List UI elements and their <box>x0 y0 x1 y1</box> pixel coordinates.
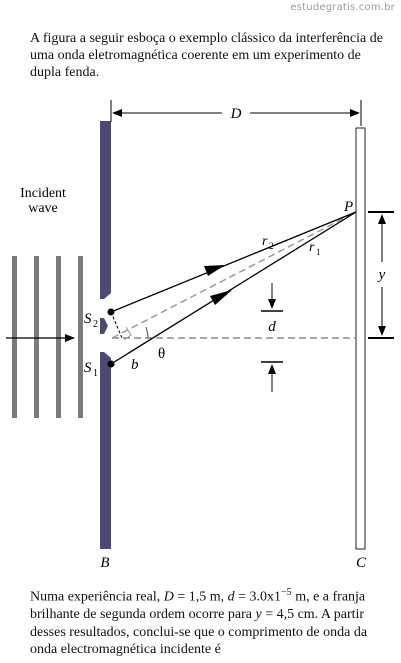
ray-r2-arrowhead <box>204 265 225 276</box>
incident-label: Incident <box>20 186 66 201</box>
label-r2: r <box>262 234 268 249</box>
label-theta: θ <box>158 346 165 362</box>
label-S2: S <box>84 311 92 327</box>
incident-label-wave: wave <box>28 201 58 216</box>
label-C: C <box>356 555 367 571</box>
label-B: B <box>100 555 109 571</box>
label-r2-sub: 2 <box>269 241 274 251</box>
label-b: b <box>131 357 139 373</box>
slit-s1-dot <box>107 360 115 368</box>
slit-s2-dot <box>107 308 115 316</box>
ray-r2 <box>110 211 357 313</box>
label-S2-sub: 2 <box>93 319 98 330</box>
watermark: estudegratis.com.br <box>290 2 395 13</box>
label-S1-sub: 1 <box>93 368 98 379</box>
path-difference-line <box>110 311 123 339</box>
label-r1-sub: 1 <box>316 247 321 257</box>
ray-r1-arrowhead <box>210 290 232 305</box>
question-text: Numa experiência real, D = 1,5 m, d = 3.… <box>30 587 368 658</box>
label-S1: S <box>84 360 92 376</box>
ray-r1 <box>110 211 357 365</box>
barrier-b <box>100 121 111 549</box>
label-d: d <box>268 319 276 335</box>
label-y: y <box>377 267 386 283</box>
midline-to-p <box>111 211 357 339</box>
label-r1: r <box>309 240 315 255</box>
label-P: P <box>343 199 353 215</box>
label-D: D <box>230 106 242 122</box>
intro-text: A figura a seguir esboça o exemplo cláss… <box>30 31 383 80</box>
screen-c <box>355 127 366 550</box>
incident-wave-fronts <box>12 256 83 418</box>
